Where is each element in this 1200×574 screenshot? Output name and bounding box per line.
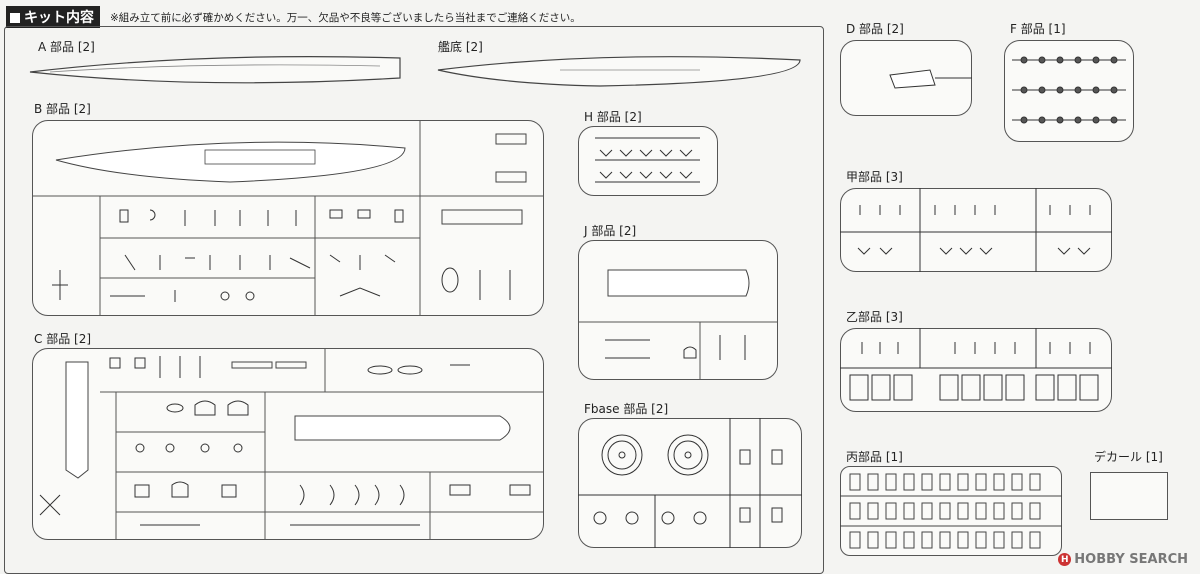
kit-contents-header: キット内容 ※組み立て前に必ず確かめください。万一、欠品や不良等ございましたら当…	[6, 6, 581, 28]
watermark-text: HOBBY SEARCH	[1074, 552, 1188, 567]
square-icon	[10, 13, 20, 23]
decal-label: デカール [1]	[1094, 450, 1163, 464]
part-b-label: B 部品 [2]	[34, 102, 91, 116]
part-d-label: D 部品 [2]	[846, 22, 904, 36]
sprue-fbase	[578, 418, 802, 548]
sprue-otsu	[840, 328, 1112, 412]
decal-sheet	[1090, 472, 1168, 520]
part-c-label: C 部品 [2]	[34, 332, 92, 346]
sprue-hei	[840, 466, 1062, 556]
part-a-label: A 部品 [2]	[38, 40, 95, 54]
hobby-search-logo-icon: H	[1058, 553, 1072, 566]
inspection-note: ※組み立て前に必ず確かめください。万一、欠品や不良等ございましたら当社までご連絡…	[110, 11, 581, 24]
part-fbase-label: Fbase 部品 [2]	[584, 402, 669, 416]
sprue-c	[32, 348, 544, 540]
part-otsu-label: 乙部品 [3]	[846, 310, 903, 324]
hobby-search-watermark: H HOBBY SEARCH	[1058, 552, 1188, 567]
part-hei-label: 丙部品 [1]	[846, 450, 903, 464]
title-text: キット内容	[24, 10, 94, 26]
part-f-label: F 部品 [1]	[1010, 22, 1066, 36]
part-j-label: J 部品 [2]	[584, 224, 637, 238]
sprue-kou	[840, 188, 1112, 272]
hull-bottom-label: 艦底 [2]	[438, 40, 483, 54]
part-h-label: H 部品 [2]	[584, 110, 642, 124]
part-kou-label: 甲部品 [3]	[846, 170, 903, 184]
kit-contents-title: キット内容	[6, 6, 100, 28]
